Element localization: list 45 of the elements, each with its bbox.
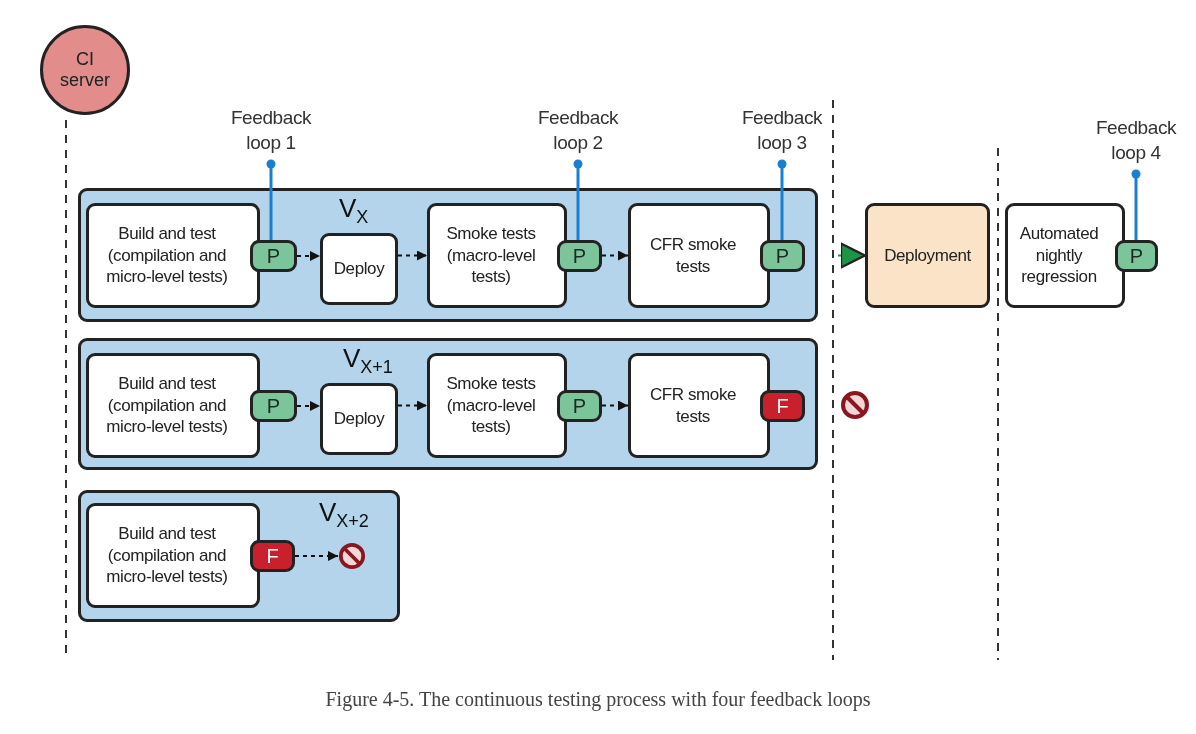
pass-badge: P — [760, 240, 805, 272]
process-box: Build and test (compilation and micro-level tests) — [86, 503, 260, 608]
arrow — [837, 242, 867, 269]
feedback-label: Feedback loop 2 — [533, 106, 623, 158]
prohibition-icon — [840, 390, 870, 420]
process-box: Deploy — [320, 383, 398, 455]
feedback-label: Feedback loop 3 — [737, 106, 827, 158]
process-box: Smoke tests (macro-level tests) — [427, 353, 567, 458]
arrow — [601, 400, 629, 411]
prohibition-icon — [338, 542, 366, 570]
fail-badge: F — [760, 390, 805, 422]
leader-line — [573, 159, 583, 240]
arrow — [397, 250, 428, 261]
version-label: V$_{X+1}$ — [343, 343, 393, 378]
feedback-label: Feedback loop 1 — [226, 106, 316, 158]
pass-badge: P — [1115, 240, 1158, 272]
process-box: Build and test (compilation and micro-level tests) — [86, 203, 260, 308]
arrow — [296, 401, 321, 411]
server-circle: CI server — [40, 25, 130, 115]
arrow — [601, 250, 629, 261]
arrow — [397, 400, 428, 411]
process-box: CFR smoke tests — [628, 203, 770, 308]
version-label: V$_{X}$ — [339, 193, 369, 228]
deployment-box: Deployment — [865, 203, 990, 308]
version-panel — [78, 338, 818, 470]
leader-line — [777, 159, 787, 240]
feedback-label: Feedback loop 4 — [1091, 116, 1181, 168]
arrow — [294, 551, 339, 561]
pass-badge: P — [250, 240, 297, 272]
pass-badge: P — [557, 390, 602, 422]
leader-line — [266, 159, 276, 240]
process-box: CFR smoke tests — [628, 353, 770, 458]
leader-line — [1131, 169, 1141, 240]
process-box: Smoke tests (macro-level tests) — [427, 203, 567, 308]
process-box: Build and test (compilation and micro-level tests) — [86, 353, 260, 458]
pass-badge: P — [250, 390, 297, 422]
process-box: Deploy — [320, 233, 398, 305]
version-panel — [78, 490, 400, 622]
figure-caption: Figure 4-5. The continuous testing process with four feedback loops — [324, 688, 872, 711]
arrow — [296, 251, 321, 261]
fail-badge: F — [250, 540, 295, 572]
pass-badge: P — [557, 240, 602, 272]
version-label: V$_{X+2}$ — [319, 497, 369, 532]
version-panel — [78, 188, 818, 322]
process-box: Automated nightly regression — [1005, 203, 1125, 308]
